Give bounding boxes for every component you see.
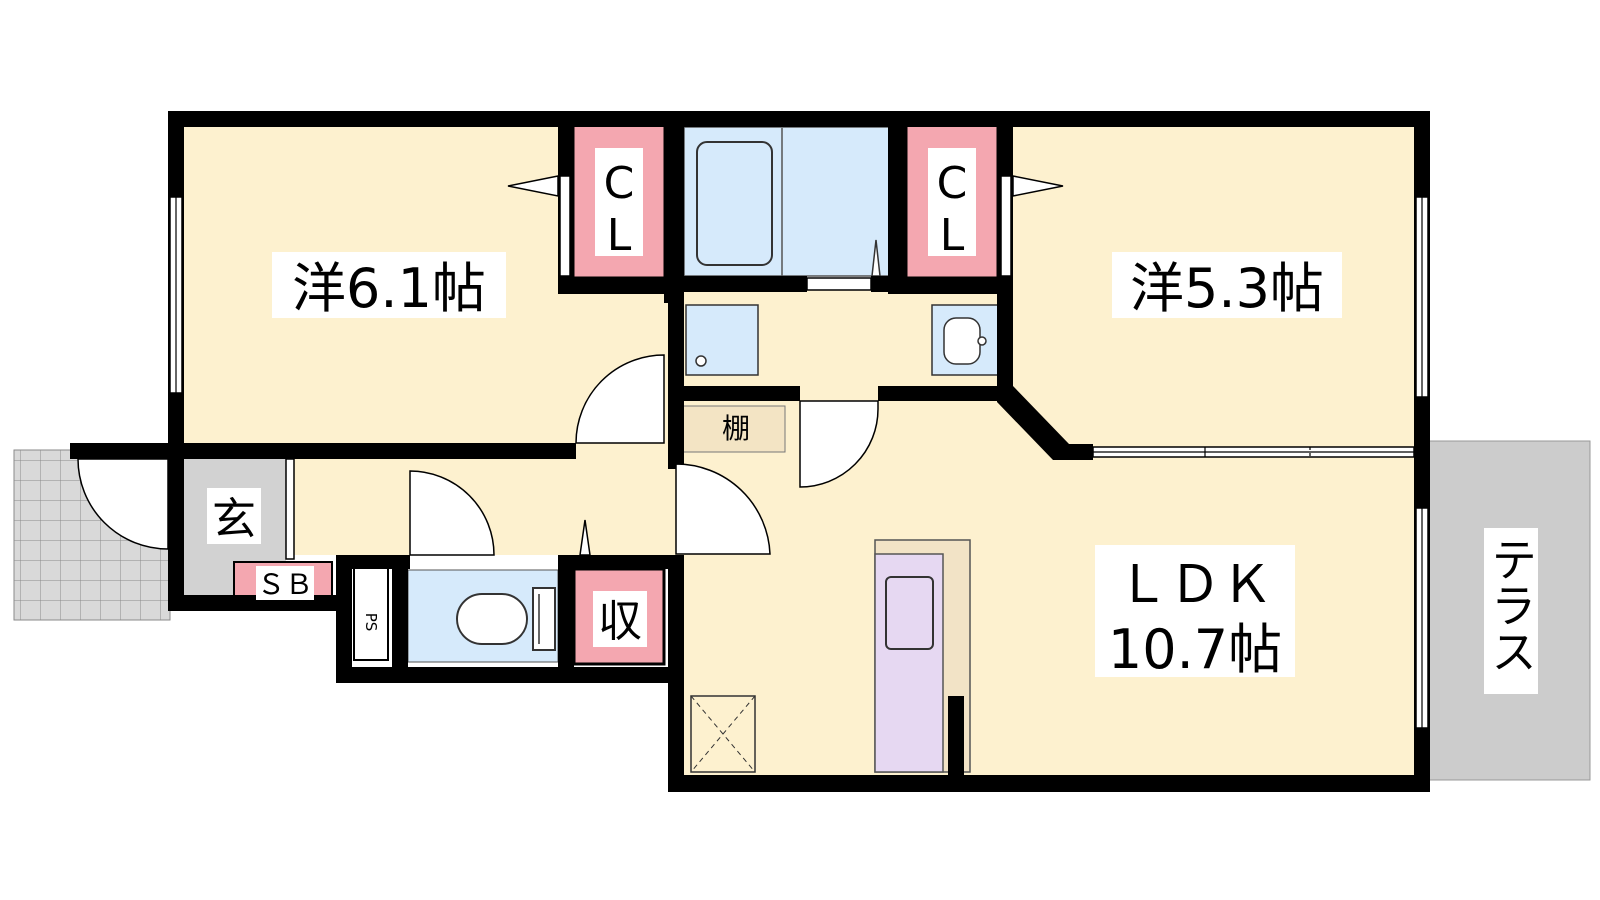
room-label-entrance: 玄 [212,494,256,545]
label-shelf: 棚 [722,412,750,445]
label-bg-closet-right [928,148,976,256]
door-frame-left [559,175,571,277]
drain-icon [695,355,707,367]
label-bg-entrance [207,488,261,544]
fridge-x-b [690,695,756,773]
window-sash-lines [175,197,1423,728]
label-bg-shoe-box [256,566,314,600]
label-closet-right-1: C [937,158,968,209]
kitchen-wall-stub [948,696,964,776]
label-closet-left-2: L [607,210,632,261]
room-label-ldk: ＬＤＫ [1117,555,1273,615]
room-label-western-right: 洋5.3帖 [1130,257,1324,320]
faucet-icon [977,336,987,346]
label-pipe-space: PS [362,613,380,632]
label-terrace: テラス [1484,536,1538,674]
toilet-tank [532,587,556,651]
label-closet-left-1: C [604,158,635,209]
label-storage: 収 [598,596,642,647]
room-label-ldk-size: 10.7帖 [1108,618,1282,681]
doors [77,175,1064,556]
room-label-western-left: 洋6.1帖 [292,257,486,320]
label-bg-terrace [1484,528,1538,694]
label-bg-western-left [272,252,506,318]
door-frame-bath [806,277,872,291]
ldk-floor [676,394,1422,781]
label-bg-ldk [1095,545,1295,677]
shelf [682,405,786,453]
door-frame-entrance [285,458,295,560]
washbasin-bowl [943,317,981,365]
kitchen-sink [885,576,934,650]
label-bg-closet-left [595,148,643,256]
toilet-bowl [456,593,528,645]
bathtub [696,141,773,266]
label-bg-storage [593,591,647,647]
door-frame-right [1000,175,1012,277]
fridge-space [690,695,756,773]
label-shoe-box: ＳＢ [257,568,313,601]
label-closet-right-2: L [940,210,965,261]
label-bg-western-right [1112,252,1342,318]
